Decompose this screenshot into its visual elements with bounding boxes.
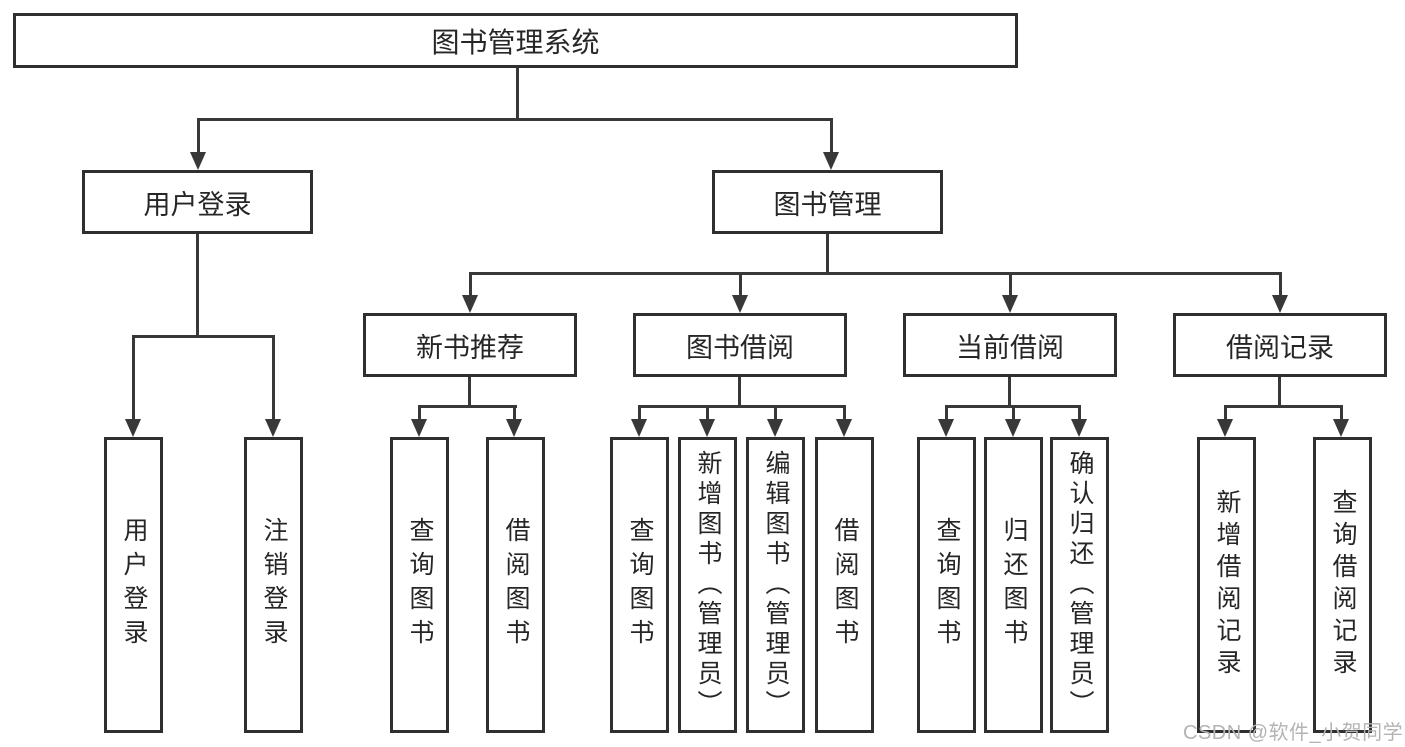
connector-to-leaf-line [1340,405,1343,419]
leaf-label: 注销登录 [260,517,288,653]
connector-to-book-management-line [830,118,833,153]
leaf-logout: 注销登录 [244,437,303,733]
connector-current-stem-line [1008,377,1011,407]
connector-login-cross-line [132,335,275,338]
connector-to-l3-line [739,272,742,296]
node-borrow-records: 借阅记录 [1173,313,1387,377]
node-book-borrow: 图书借阅 [633,313,847,377]
arrow-down-icon [462,295,478,313]
arrow-down-icon [767,419,783,437]
connector-to-leaf-line [774,405,777,419]
connector-mgmt-stem-line [826,234,829,274]
leaf-user-login: 用户登录 [104,437,163,733]
leaf-label: 查询借阅记录 [1329,489,1357,681]
connector-login-stem-line [196,233,199,337]
connector-to-l3-line [1279,272,1282,296]
leaf-label: 借阅图书 [502,517,530,653]
leaf-edit-book-admin: 编辑图书（管理员） [746,437,805,733]
leaf-label: 查询图书 [406,517,434,653]
arrow-down-icon [1071,419,1087,437]
leaf-label: 查询图书 [626,517,654,653]
leaf-confirm-return-admin: 确认归还（管理员） [1050,437,1109,733]
node-book-management: 图书管理 [712,170,943,234]
leaf-query-books-1: 查询图书 [390,437,449,733]
arrow-down-icon [699,419,715,437]
node-book-management-system: 图书管理系统 [13,13,1018,68]
connector-to-leaf-line [272,335,275,419]
leaf-label: 归还图书 [1000,517,1028,653]
arrow-down-icon [823,152,839,170]
leaf-label: 确认归还（管理员） [1066,450,1094,720]
leaf-label: 借阅图书 [831,517,859,653]
connector-to-leaf-line [945,405,948,419]
connector-to-leaf-line [706,405,709,419]
leaf-borrow-books-1: 借阅图书 [486,437,545,733]
arrow-down-icon [1002,295,1018,313]
connector-records-cross-line [1224,405,1342,408]
arrow-down-icon [732,295,748,313]
connector-to-leaf-line [1078,405,1081,419]
arrow-down-icon [125,419,141,437]
connector-to-leaf-line [843,405,846,419]
arrow-down-icon [938,419,954,437]
arrow-down-icon [1217,419,1233,437]
connector-mgmt-cross-line [469,272,1282,275]
leaf-add-borrow-record: 新增借阅记录 [1197,437,1256,733]
connector-to-leaf-line [1224,405,1227,419]
connector-to-leaf-line [638,405,641,419]
leaf-label: 新增借阅记录 [1213,489,1241,681]
connector-records-stem-line [1278,377,1281,407]
leaf-query-books-2: 查询图书 [610,437,669,733]
csdn-watermark: CSDN @软件_小贺同学 [1183,722,1404,744]
arrow-down-icon [1005,419,1021,437]
leaf-query-books-3: 查询图书 [917,437,976,733]
connector-newbook-stem-line [468,377,471,407]
arrow-down-icon [631,419,647,437]
leaf-add-book-admin: 新增图书（管理员） [678,437,737,733]
leaf-label: 新增图书（管理员） [694,450,722,720]
leaf-query-borrow-record: 查询借阅记录 [1313,437,1372,733]
node-user-login: 用户登录 [82,170,313,234]
node-new-book-recommend: 新书推荐 [363,313,577,377]
connector-to-leaf-line [418,405,421,419]
arrow-down-icon [1333,419,1349,437]
connector-to-leaf-line [513,405,516,419]
node-current-borrow: 当前借阅 [903,313,1117,377]
arrow-down-icon [506,419,522,437]
leaf-borrow-books-2: 借阅图书 [815,437,874,733]
leaf-return-books: 归还图书 [984,437,1043,733]
connector-newbook-cross-line [418,405,517,408]
connector-to-leaf-line [1012,405,1015,419]
arrow-down-icon [1272,295,1288,313]
leaf-label: 查询图书 [933,517,961,653]
leaf-label: 用户登录 [120,517,148,653]
connector-root-stem-line [516,68,519,120]
connector-root-cross-line [197,118,833,121]
arrow-down-icon [836,419,852,437]
arrow-down-icon [265,419,281,437]
arrow-down-icon [190,152,206,170]
connector-to-leaf-line [132,335,135,419]
leaf-label: 编辑图书（管理员） [762,450,790,720]
connector-borrow-stem-line [738,377,741,407]
connector-to-l3-line [1009,272,1012,296]
arrow-down-icon [411,419,427,437]
connector-to-user-login-line [197,118,200,153]
connector-borrow-cross-line [638,405,846,408]
connector-to-l3-line [469,272,472,296]
